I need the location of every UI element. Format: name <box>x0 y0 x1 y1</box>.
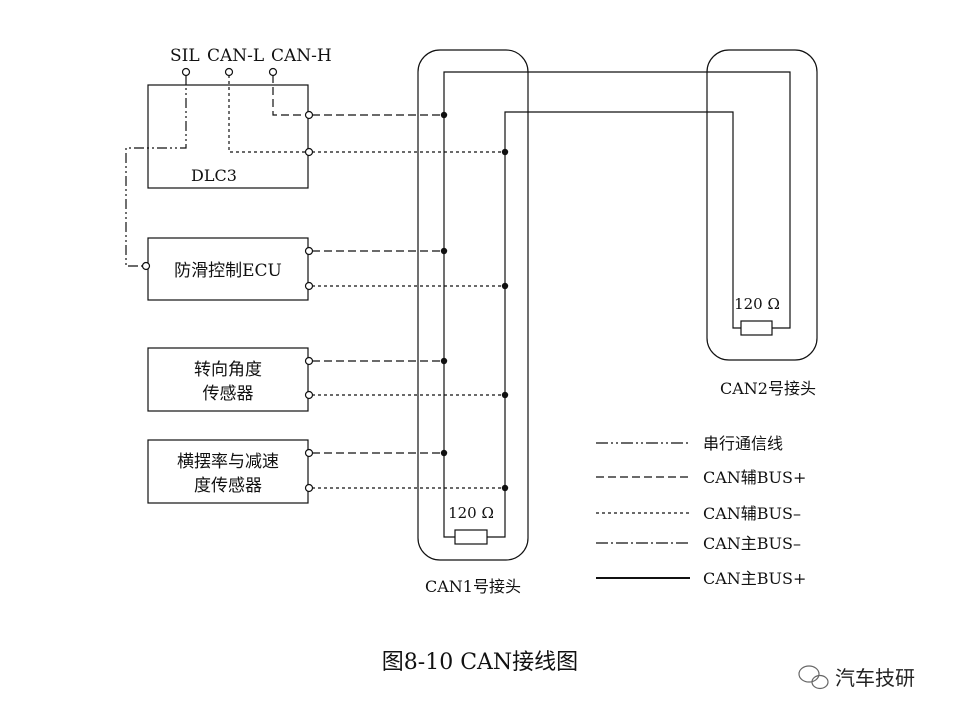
main-bus-plus <box>443 71 791 329</box>
can1-junction-label: CAN1号接头 <box>425 577 521 596</box>
abs-terminal-sil <box>141 261 151 271</box>
can1-bus-right <box>487 152 506 538</box>
junction-dot <box>501 391 509 399</box>
junction-dot <box>440 449 448 457</box>
yaw-sensor-label-line2: 度传感器 <box>194 476 262 496</box>
yaw-terminal-plus <box>304 448 314 458</box>
yaw-terminal-minus <box>304 483 314 493</box>
can2-resistor-label: 120 Ω <box>734 295 780 313</box>
junction-dot <box>501 148 509 156</box>
dlc3-terminal-plus <box>304 110 314 120</box>
dlc3-box <box>147 84 309 189</box>
can2-junction-box <box>706 49 818 361</box>
can-l-internal-line <box>228 75 309 153</box>
can1-bus-left <box>443 115 455 538</box>
sil-label: SIL <box>170 46 200 66</box>
legend-label-serial: 串行通信线 <box>703 434 783 453</box>
abs-terminal-minus <box>304 281 314 291</box>
steering-terminal-minus <box>304 390 314 400</box>
junction-dot <box>501 484 509 492</box>
yaw-sensor-box <box>147 439 309 504</box>
steering-sensor-label-line2: 传感器 <box>203 384 254 404</box>
can-l-pin <box>224 67 234 77</box>
legend-label-main-minus: CAN主BUS– <box>703 534 801 553</box>
abs-terminal-plus <box>304 246 314 256</box>
junction-dot <box>440 111 448 119</box>
can-h-label: CAN-H <box>271 46 332 66</box>
junction-dot <box>440 247 448 255</box>
legend-label-sub-minus: CAN辅BUS– <box>703 504 801 523</box>
can1-junction-box <box>417 49 529 561</box>
yaw-sensor-label-line1: 横摆率与减速 <box>177 452 279 472</box>
steering-sensor-box <box>147 347 309 412</box>
junction-dot <box>501 282 509 290</box>
wechat-icon <box>798 665 829 690</box>
watermark: 汽车技研 <box>798 665 915 690</box>
can2-resistor <box>740 320 773 336</box>
figure-caption: 图8-10 CAN接线图 <box>382 650 578 675</box>
can-h-pin <box>268 67 278 77</box>
legend-label-main-plus: CAN主BUS+ <box>703 569 806 588</box>
can-l-label: CAN-L <box>207 46 264 66</box>
junction-dot <box>440 357 448 365</box>
legend-label-sub-plus: CAN辅BUS+ <box>703 468 806 487</box>
serial-comm-line <box>125 75 187 267</box>
can-h-internal-line <box>272 75 309 116</box>
abs-ecu-label: 防滑控制ECU <box>174 261 282 281</box>
watermark-text: 汽车技研 <box>835 666 915 690</box>
steering-sensor-label-line1: 转向角度 <box>194 360 262 380</box>
dlc3-terminal-minus <box>304 147 314 157</box>
sil-pin <box>181 67 191 77</box>
can1-resistor <box>454 529 488 545</box>
can2-junction-label: CAN2号接头 <box>720 379 816 398</box>
steering-terminal-plus <box>304 356 314 366</box>
dlc3-label: DLC3 <box>191 166 237 185</box>
can1-resistor-label: 120 Ω <box>448 504 494 522</box>
main-bus-minus <box>504 111 741 329</box>
